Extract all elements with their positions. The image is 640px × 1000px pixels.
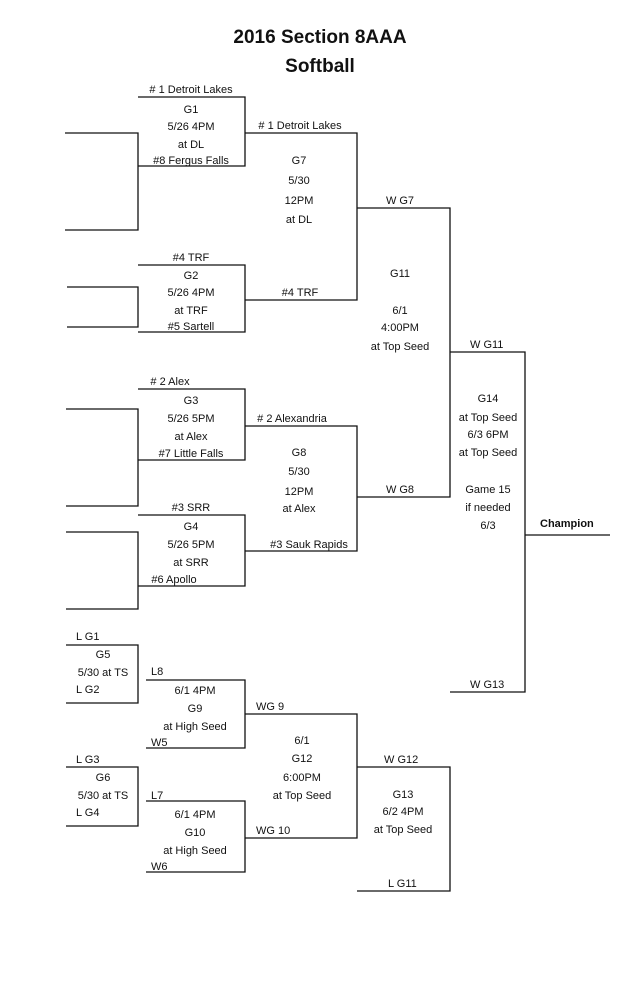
g14-top-team: W G11 xyxy=(470,339,504,351)
g13-box xyxy=(357,766,451,892)
g7-box xyxy=(245,132,358,301)
g6-top-team: L G3 xyxy=(76,754,100,766)
g13-name: G13 xyxy=(392,789,414,801)
g3-box xyxy=(138,388,246,461)
g3-top-team: # 2 Alex xyxy=(150,376,190,388)
g5-name: G5 xyxy=(95,649,111,661)
g4-where: at SRR xyxy=(173,557,209,569)
g6-when: 5/30 at TS xyxy=(77,790,129,802)
g7-date: 5/30 xyxy=(288,175,310,187)
g4-bottom-team: #6 Apollo xyxy=(151,574,197,586)
g6-bracket xyxy=(66,766,139,827)
g14-box xyxy=(450,351,526,693)
g12-date: 6/1 xyxy=(294,735,310,747)
g8-time: 12PM xyxy=(284,486,314,498)
g11-bottom-team: W G8 xyxy=(385,484,415,496)
g11-top-team: W G7 xyxy=(385,195,415,207)
bracket-subtitle: Softball xyxy=(285,56,355,77)
g13-top-team: W G12 xyxy=(384,754,419,766)
g10-bottom-team: W6 xyxy=(151,861,168,873)
g6-name: G6 xyxy=(95,772,111,784)
g1-bottom-team: #8 Fergus Falls xyxy=(153,155,229,167)
g8-where: at Alex xyxy=(282,503,316,515)
g5-top-team: L G1 xyxy=(76,631,100,643)
g9-when: 6/1 4PM xyxy=(174,685,216,697)
g9-name: G9 xyxy=(187,703,203,715)
g12-box xyxy=(245,713,358,839)
g8-date: 5/30 xyxy=(288,466,310,478)
g9-bottom-team: W5 xyxy=(151,737,168,749)
champion-label: Champion xyxy=(540,518,594,530)
g7-time: 12PM xyxy=(284,195,314,207)
g3-when: 5/26 5PM xyxy=(167,413,215,425)
g1-bracket xyxy=(65,132,139,231)
g12-name: G12 xyxy=(291,753,313,765)
g10-box xyxy=(146,800,246,873)
g4-when: 5/26 5PM xyxy=(167,539,215,551)
g11-date: 6/1 xyxy=(392,305,408,317)
g10-where: at High Seed xyxy=(163,845,227,857)
g8-bottom-team: #3 Sauk Rapids xyxy=(270,539,348,551)
g3-name: G3 xyxy=(183,395,199,407)
g2-bracket xyxy=(67,286,139,328)
g14-where-2: at Top Seed xyxy=(458,447,518,459)
g14-when: 6/3 6PM xyxy=(467,429,509,441)
g8-top-team: # 2 Alexandria xyxy=(257,413,327,425)
g5-bottom-team: L G2 xyxy=(76,684,100,696)
g2-top-team: #4 TRF xyxy=(172,252,210,264)
g5-bracket xyxy=(66,644,139,704)
g9-where: at High Seed xyxy=(163,721,227,733)
g5-when: 5/30 at TS xyxy=(77,667,129,679)
g9-top-team: L8 xyxy=(151,666,164,678)
g11-name: G11 xyxy=(390,268,410,280)
g7-where: at DL xyxy=(285,214,313,226)
g10-name: G10 xyxy=(184,827,206,839)
game15-date: 6/3 xyxy=(480,520,496,532)
g2-box xyxy=(138,264,246,333)
g1-where: at DL xyxy=(177,139,205,151)
g1-top-team: # 1 Detroit Lakes xyxy=(149,84,233,96)
g4-name: G4 xyxy=(183,521,199,533)
game15-label: Game 15 xyxy=(465,484,511,496)
g13-where: at Top Seed xyxy=(373,824,433,836)
g4-bracket xyxy=(66,531,139,610)
g7-top-team: # 1 Detroit Lakes xyxy=(258,120,342,132)
game15-condition: if needed xyxy=(465,502,511,514)
g14-bottom-team: W G13 xyxy=(470,679,505,691)
g3-bottom-team: #7 Little Falls xyxy=(158,448,224,460)
g10-top-team: L7 xyxy=(151,790,164,802)
g14-name: G14 xyxy=(477,393,499,405)
g1-name: G1 xyxy=(183,104,199,116)
g2-when: 5/26 4PM xyxy=(167,287,215,299)
g11-time: 4:00PM xyxy=(381,322,419,334)
g13-bottom-team: L G11 xyxy=(388,878,417,890)
g12-top-team: WG 9 xyxy=(256,701,285,713)
g7-name: G7 xyxy=(291,155,307,167)
g13-when: 6/2 4PM xyxy=(382,806,424,818)
g6-bottom-team: L G4 xyxy=(76,807,100,819)
g12-where: at Top Seed xyxy=(272,790,332,802)
g3-where: at Alex xyxy=(174,431,208,443)
g4-top-team: #3 SRR xyxy=(171,502,211,514)
g14-where: at Top Seed xyxy=(458,412,518,424)
g11-where: at Top Seed xyxy=(370,341,430,353)
g2-name: G2 xyxy=(183,270,199,282)
g10-when: 6/1 4PM xyxy=(174,809,216,821)
g7-bottom-team: #4 TRF xyxy=(281,287,319,299)
g1-box xyxy=(138,96,246,167)
g8-box xyxy=(245,425,358,552)
g3-bracket xyxy=(66,408,139,507)
bracket-title: 2016 Section 8AAA xyxy=(233,27,407,48)
g12-time: 6:00PM xyxy=(283,772,321,784)
g2-where: at TRF xyxy=(174,305,208,317)
g12-bottom-team: WG 10 xyxy=(256,825,291,837)
g8-name: G8 xyxy=(291,447,307,459)
g2-bottom-team: #5 Sartell xyxy=(167,321,215,333)
g1-when: 5/26 4PM xyxy=(167,121,215,133)
